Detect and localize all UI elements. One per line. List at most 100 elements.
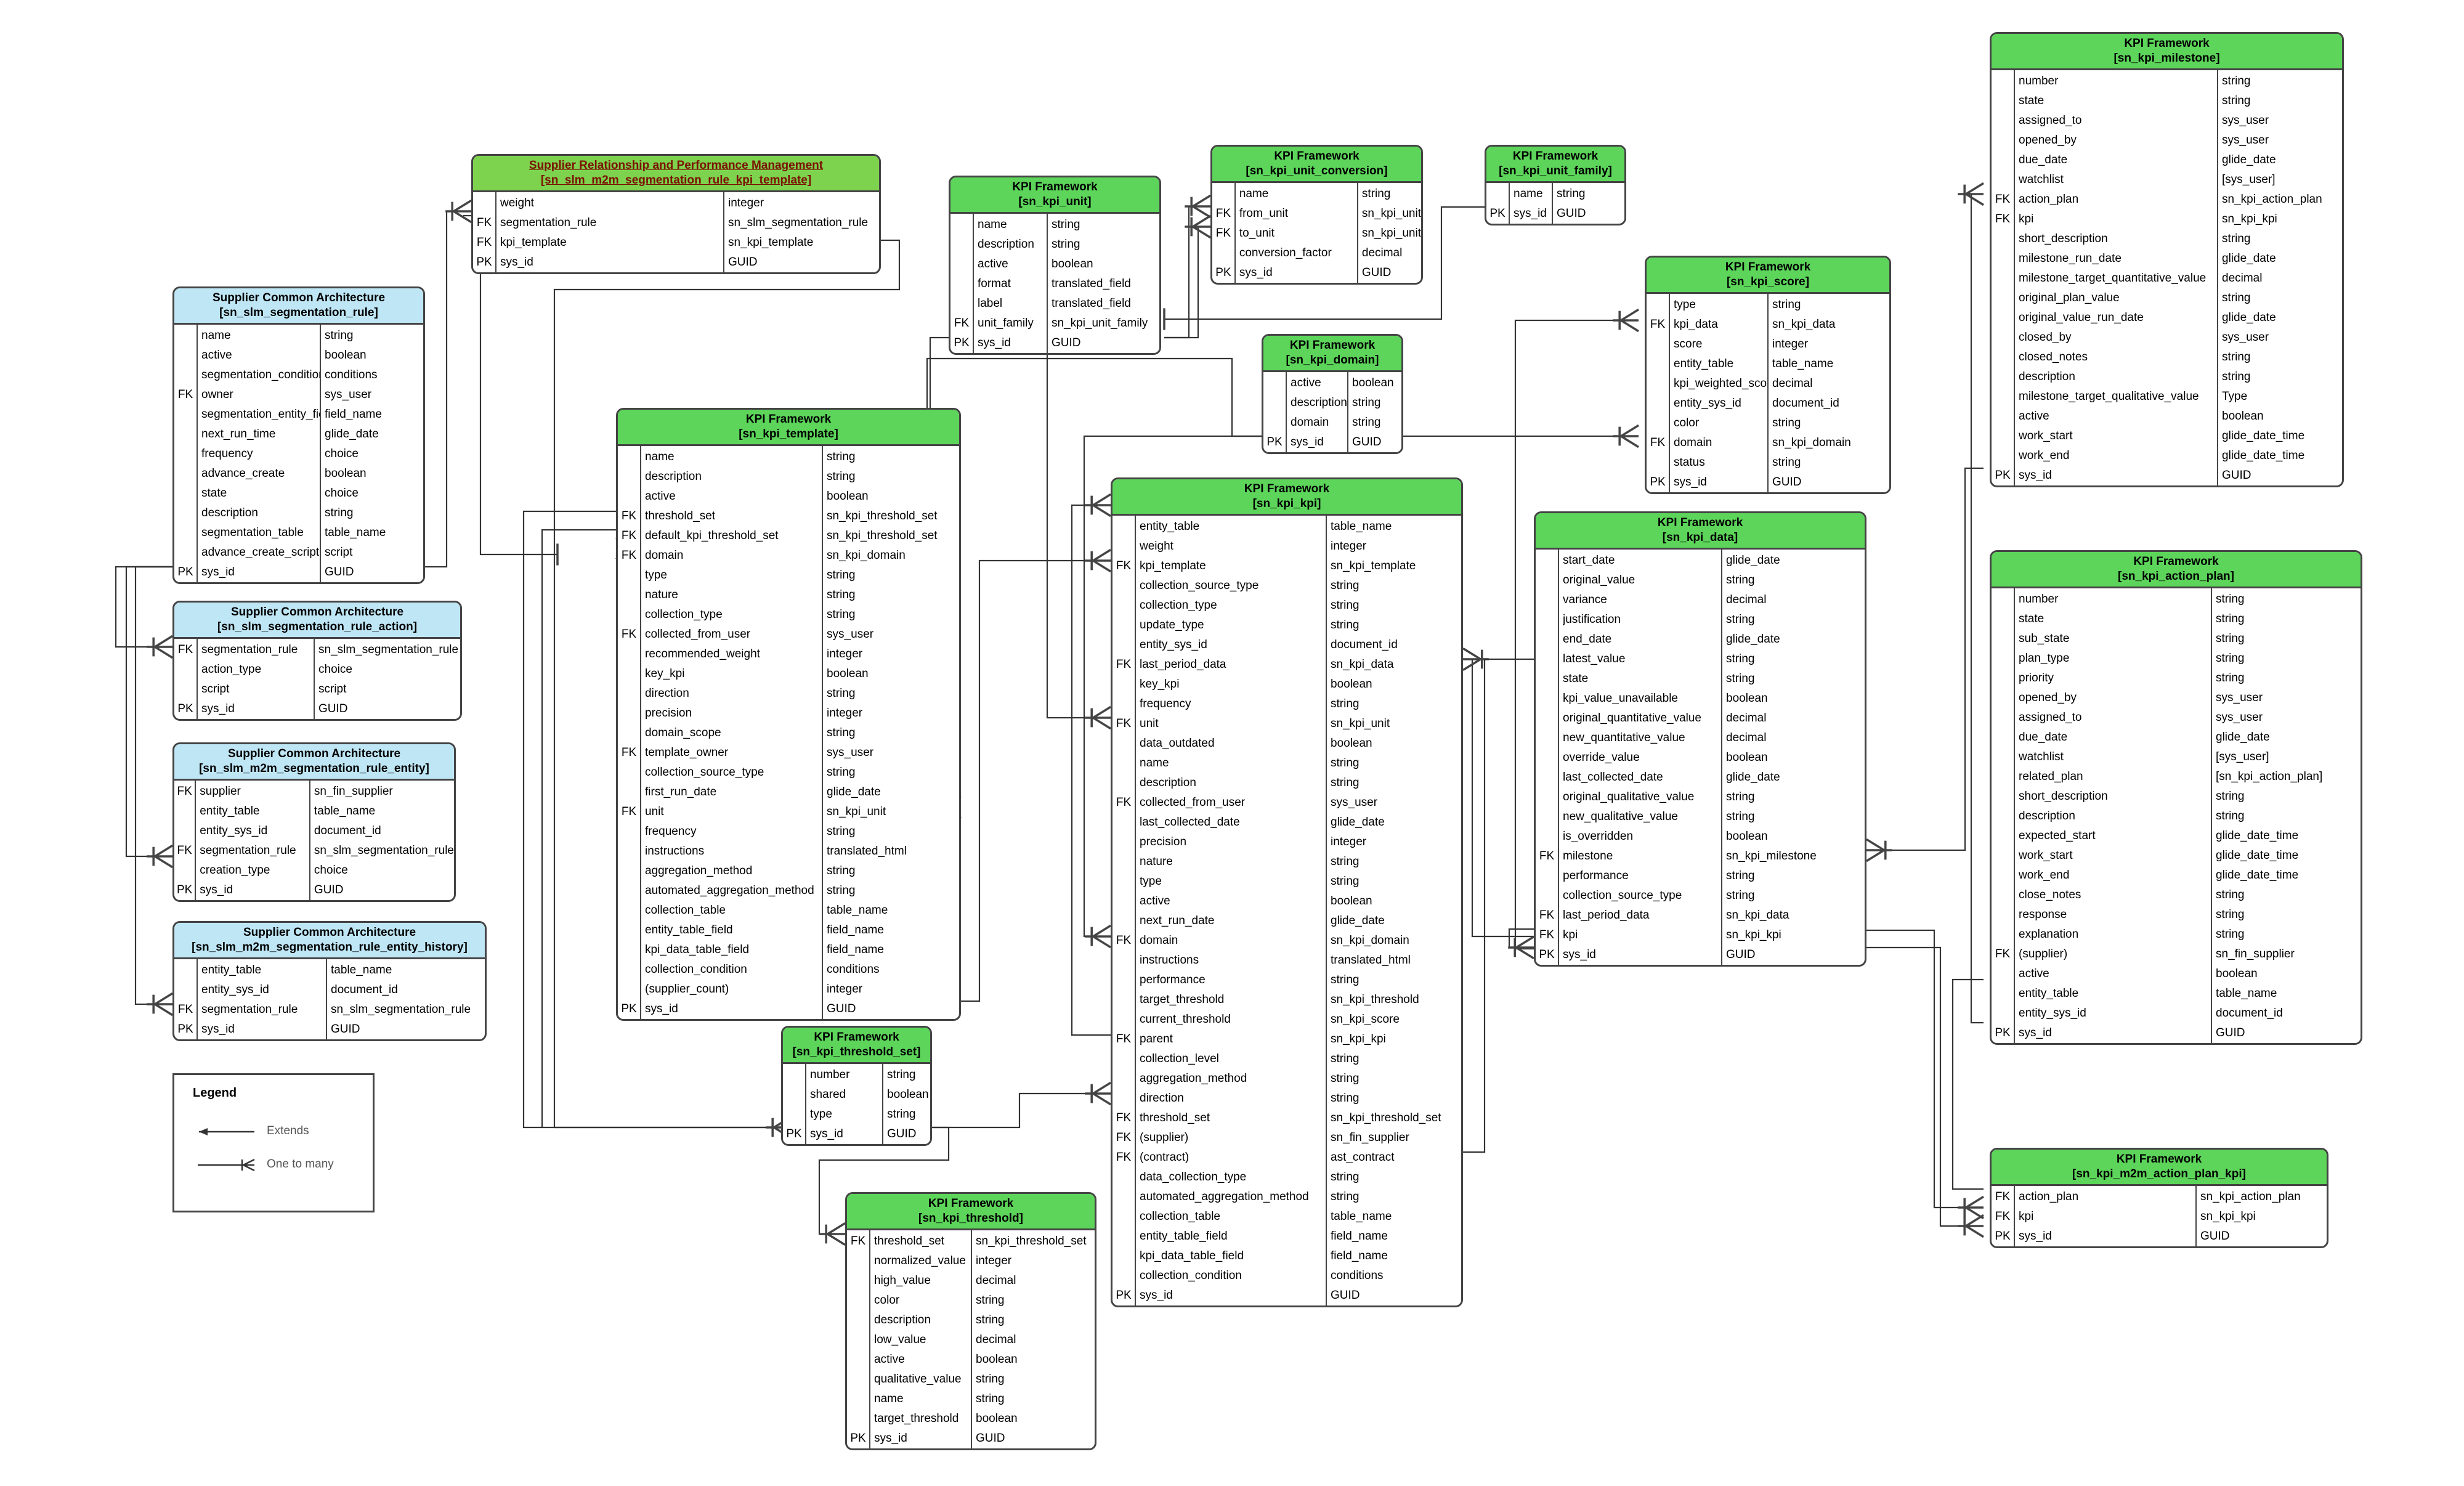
key-marker (1992, 269, 2014, 288)
key-marker: FK (1995, 1190, 2011, 1203)
key-marker (1112, 1167, 1135, 1187)
entity-card[interactable]: Supplier Common Architecture[sn_slm_segm… (172, 601, 462, 721)
key-marker: FK (1116, 559, 1132, 572)
field-name: entity_table (200, 805, 260, 818)
key-marker (1992, 328, 2014, 347)
field-name: frequency (645, 825, 697, 838)
field-name: target_threshold (874, 1412, 959, 1425)
key-marker: FK (1116, 1151, 1132, 1164)
field-type: GUID (331, 1023, 360, 1036)
field-name: assigned_to (2019, 711, 2082, 724)
entity-card[interactable]: Supplier Common Architecture[sn_slm_m2m_… (172, 742, 456, 902)
field-name: unit (645, 805, 664, 818)
field-type: sn_kpi_action_plan (2222, 193, 2322, 206)
field-type: string (2216, 593, 2245, 606)
field-name: name (978, 218, 1007, 231)
key-marker (1112, 537, 1135, 556)
field-type: field_name (1331, 1230, 1388, 1243)
key-marker (1263, 393, 1286, 413)
field-name: (supplier) (1140, 1131, 1189, 1144)
field-type: sys_user (1331, 796, 1378, 809)
field-name: update_type (1140, 619, 1204, 631)
key-marker: PK (476, 256, 492, 269)
legend-panel: Legend Extends One to many (172, 1073, 375, 1212)
entity-card[interactable]: Supplier Relationship and Performance Ma… (471, 154, 881, 274)
field-type: string (1331, 1171, 1360, 1184)
field-name: target_threshold (1140, 993, 1225, 1006)
field-name: name (1514, 187, 1543, 200)
field-type: sn_kpi_threshold_set (1331, 1111, 1441, 1124)
key-marker (1536, 669, 1558, 689)
field-name: type (810, 1108, 832, 1121)
entity-card[interactable]: Supplier Common Architecture[sn_slm_segm… (172, 286, 425, 584)
field-name: assigned_to (2019, 114, 2082, 127)
key-marker: FK (1215, 227, 1231, 240)
key-marker (1112, 1049, 1135, 1069)
field-type: decimal (976, 1274, 1016, 1287)
field-name: work_end (2019, 449, 2070, 462)
field-name: closed_by (2019, 331, 2072, 344)
field-name: name (1140, 757, 1169, 769)
field-name: collection_condition (645, 963, 747, 976)
field-name: end_date (1563, 633, 1612, 646)
key-marker (618, 842, 640, 861)
field-type: string (1726, 889, 1755, 902)
entity-card[interactable]: KPI Framework[sn_kpi_m2m_action_plan_kpi… (1990, 1148, 2328, 1248)
field-type: string (1331, 579, 1360, 592)
field-name: precision (1140, 835, 1187, 848)
field-name: active (1291, 376, 1321, 389)
key-marker (1112, 576, 1135, 596)
key-marker (847, 1271, 869, 1291)
field-name: entity_sys_id (201, 983, 269, 996)
field-type: choice (314, 864, 348, 877)
field-name: kpi (2019, 213, 2034, 225)
field-name: aggregation_method (645, 864, 753, 877)
entity-card[interactable]: Supplier Common Architecture[sn_slm_m2m_… (172, 921, 487, 1041)
key-marker: FK (621, 746, 637, 759)
field-type: string (1726, 810, 1755, 823)
field-type: glide_date (827, 786, 881, 798)
field-name: state (1563, 672, 1589, 685)
field-name: active (978, 258, 1008, 270)
entity-header: Supplier Common Architecture[sn_slm_m2m_… (174, 744, 454, 781)
key-marker (1992, 308, 2014, 328)
field-name: description (1291, 396, 1347, 409)
field-type: integer (1772, 338, 1809, 351)
field-type: sn_kpi_threshold_set (827, 529, 938, 542)
field-type: string (1352, 416, 1381, 429)
key-marker (1112, 596, 1135, 615)
field-type: Type (2222, 390, 2248, 403)
field-name: advance_create (201, 467, 285, 480)
field-name: description (978, 238, 1034, 251)
key-marker (1112, 1187, 1135, 1207)
field-name: unit_family (978, 317, 1034, 330)
field-name: threshold_set (645, 510, 716, 522)
field-type: string (1726, 574, 1755, 587)
field-name: action_plan (2019, 193, 2079, 206)
key-marker (1992, 387, 2014, 407)
entity-table-name: [sn_kpi_score] (1726, 275, 1810, 288)
key-marker (1112, 1010, 1135, 1029)
